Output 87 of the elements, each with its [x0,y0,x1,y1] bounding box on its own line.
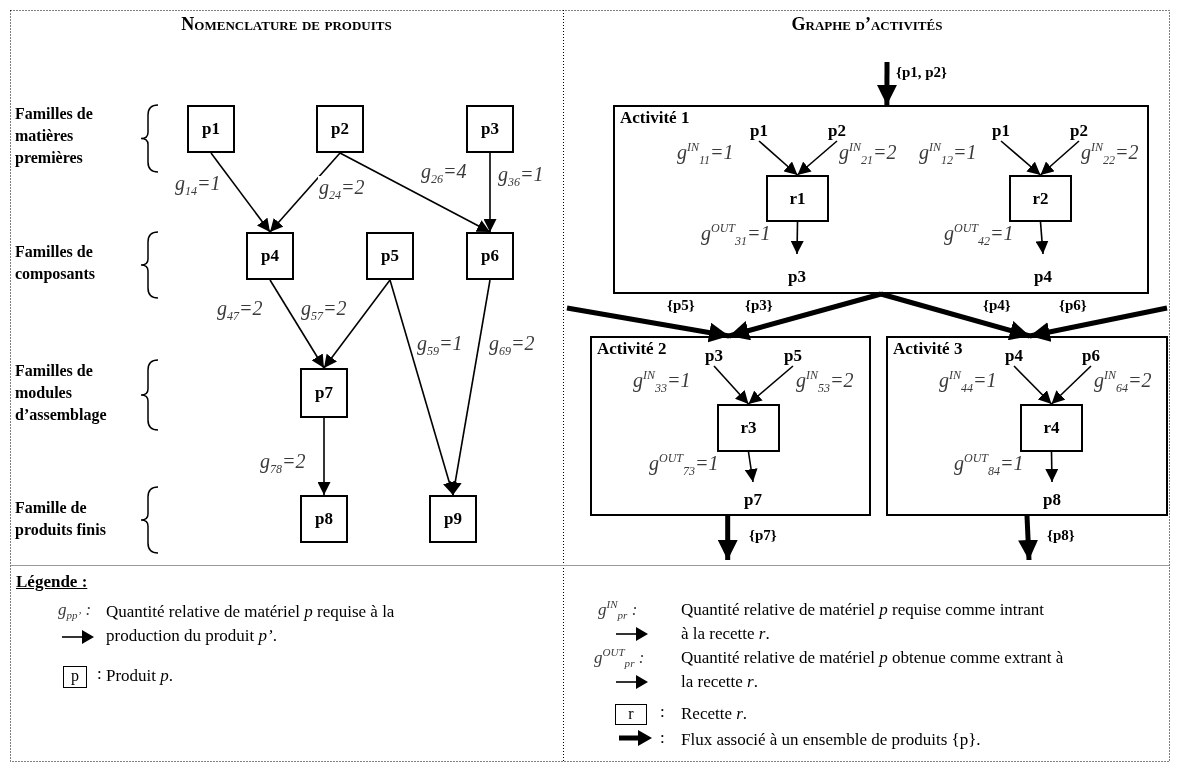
product-label: p3 [700,342,728,366]
arrow [1045,451,1059,483]
product-symbol: p [63,666,87,688]
arrow [1000,140,1042,176]
arrow [1039,140,1080,176]
arrow [210,152,271,233]
product-box: p3 [466,105,514,153]
product-label: p2 [1065,117,1093,141]
flow-arrow [566,305,730,343]
activity-title: Activité 2 [597,339,667,359]
arrow [269,152,341,233]
product-box: p6 [466,232,514,280]
legend-colon: : [660,702,665,722]
legend-text: Recette r. [681,703,749,725]
legend-symbol: g$^{IN}$$_{pr}$ : [598,598,638,622]
legend-text: Quantité relative de matériel p requise comme intrant à la recette r. [681,599,1045,645]
product-label: p4 [1026,254,1060,287]
arrow [269,279,325,369]
flow-arrow [880,291,1031,341]
arrow [1035,221,1049,255]
product-label: p5 [779,342,807,366]
product-label: p2 [823,117,851,141]
arrow [483,152,497,233]
product-box: p8 [300,495,348,543]
product-box: p1 [187,105,235,153]
flow-arrow [1029,305,1168,342]
product-box: p7 [300,368,348,418]
legend-text: Flux associé à un ensemble de produits {p}. [681,729,982,751]
product-label: p4 [1000,342,1028,366]
product-box: p2 [316,105,364,153]
section-heading: Nomenclature de produits [180,14,393,35]
activity-box [886,336,1168,516]
flow-arrow [876,62,897,105]
flow-arrow [717,516,738,560]
activity-box [590,336,871,516]
arrow [790,221,804,255]
arrow [796,140,838,176]
activity-box [613,105,1149,294]
arrow [323,279,391,369]
edge-label: {p4} [982,297,1012,314]
arrow [744,451,758,483]
legend-text: Produit p. [106,665,175,687]
arrow [758,140,799,176]
activity-title: Activité 3 [893,339,963,359]
row-label: Familles de composants [15,242,96,285]
product-label: p7 [736,482,770,510]
flow-arrow [728,291,882,341]
flow-arrow [1018,515,1039,561]
recipe-box: r4 [1020,404,1083,452]
arrow [1050,365,1092,405]
row-label: Familles de matières premières [15,104,94,169]
edge-label: {p6} [1058,297,1088,314]
product-label: p1 [745,117,773,141]
product-box: p5 [366,232,414,280]
product-label: p8 [1035,482,1069,510]
recipe-symbol: r [615,704,647,725]
legend-symbol: g$_{pp’}$ : [58,600,92,622]
legend-text: Quantité relative de matériel p obtenue comme extrant à la recette r. [681,647,1065,693]
arrow [389,279,456,496]
legend-colon: : [97,664,102,684]
product-label: p1 [987,117,1015,141]
legend-text: Quantité relative de matériel p requise à la production du produit p’. [106,601,396,647]
arrow [747,365,794,405]
edge-label: {p3} [744,297,774,314]
legend-symbol: g$^{OUT}$$_{pr}$ : [594,646,645,670]
edge-label: {p7} [748,527,778,544]
section-heading: Graphe d’activités [790,14,944,35]
recipe-box: r3 [717,404,780,452]
legend-title: Légende : [16,572,88,592]
arrow [317,417,331,496]
row-label: Famille de produits finis [15,498,107,541]
product-box: p9 [429,495,477,543]
product-label: p3 [780,254,814,287]
edge-label: {p1, p2} [895,64,948,81]
edge-label: {p8} [1046,527,1076,544]
legend-colon: : [660,728,665,748]
recipe-box: r1 [766,175,829,222]
edge-label: {p5} [666,297,696,314]
row-label: Familles de modules d’assemblage [15,361,108,426]
arrow [339,152,491,233]
arrow [448,279,491,496]
recipe-box: r2 [1009,175,1072,222]
activity-title: Activité 1 [620,108,690,128]
product-label: p6 [1077,342,1105,366]
arrow [713,365,750,405]
arrow [1013,365,1053,405]
product-box: p4 [246,232,294,280]
